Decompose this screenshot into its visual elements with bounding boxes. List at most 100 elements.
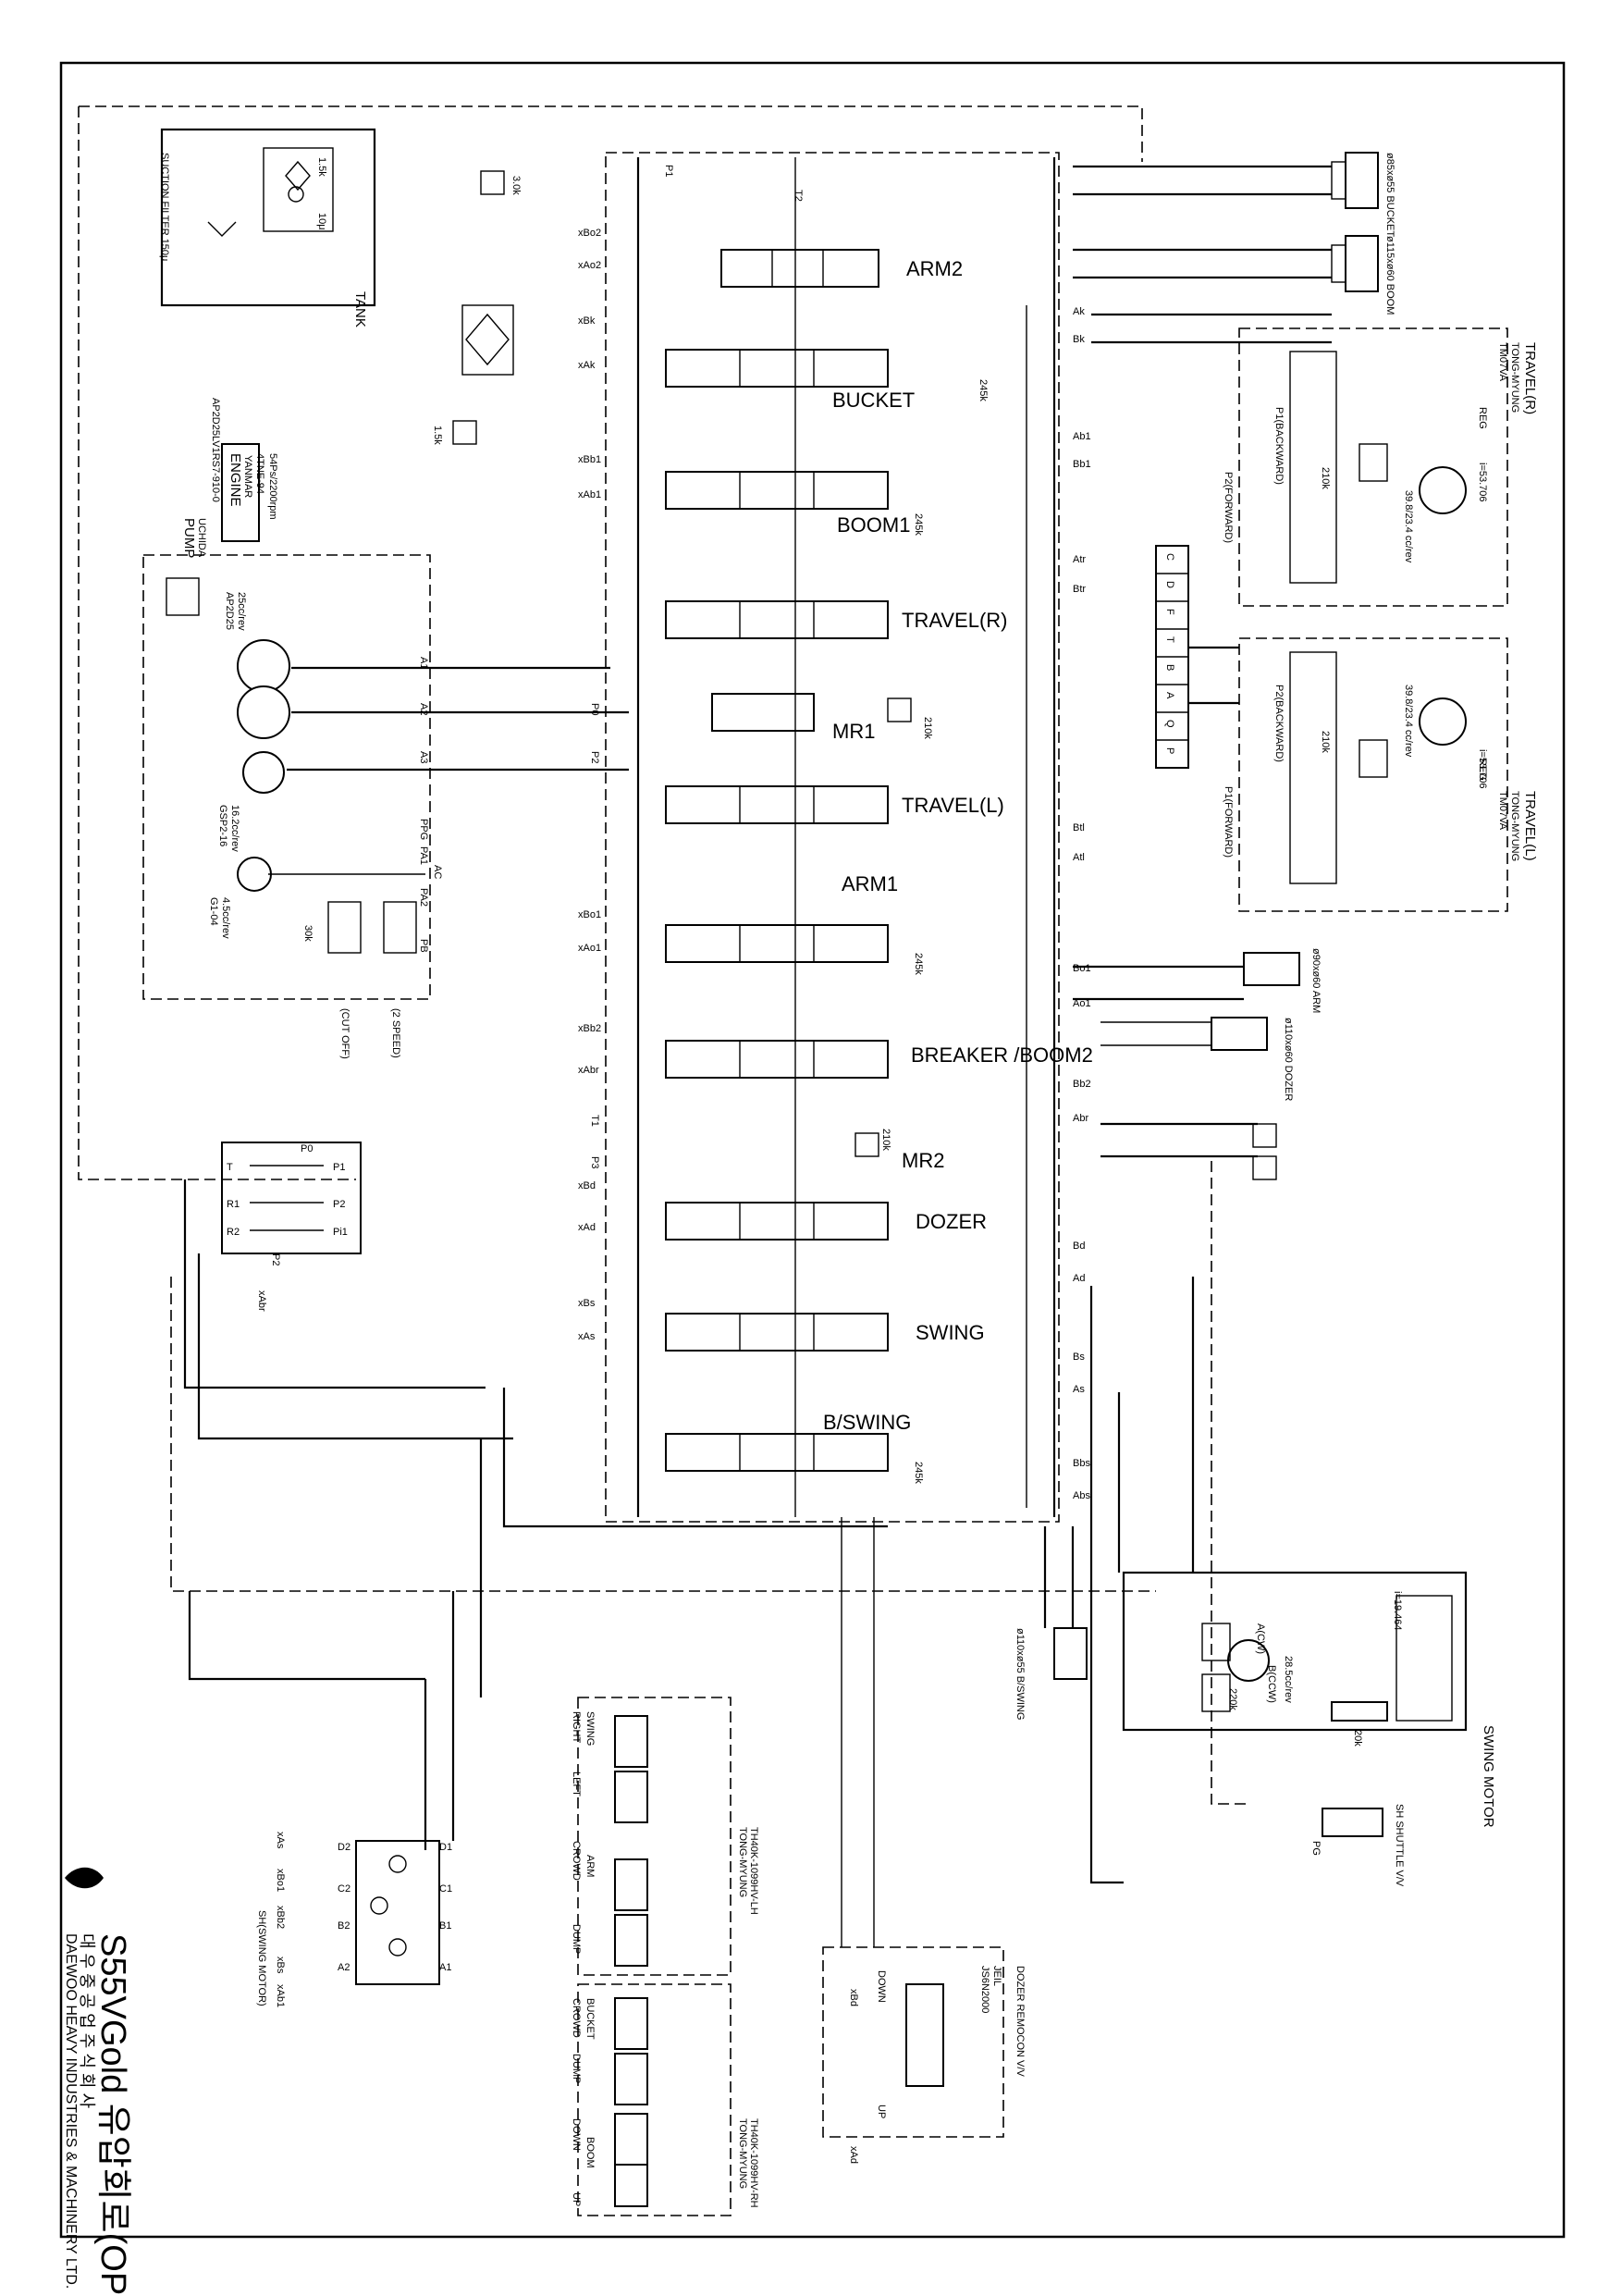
shuttle-sh-note: SH(SWING MOTOR) [256, 1910, 267, 2006]
selector-r2: R2 [227, 1227, 240, 1238]
swing-shuttle-label: SH SHUTTLE V/V [1394, 1804, 1405, 1887]
cyl-bucket-label: ø85xø55 BUCKET [1384, 153, 1396, 237]
selector-r1: R1 [227, 1199, 240, 1210]
spool-arm1-relief: 245k [913, 953, 924, 975]
shuttle-xbs: xBs [275, 1957, 286, 1974]
mcv-port-p1: P1 [663, 165, 674, 177]
pump-speed-note: (2 SPEED) [390, 1008, 401, 1058]
dozer-remocon-valve: DOZER REMOCON V/V JEIL JS6N2000 DOWN UP … [822, 1946, 1026, 2164]
spool-arm1-label: ARM1 [842, 872, 898, 895]
spool-boom1-xab1: xAb1 [578, 489, 601, 500]
spool-arm1-xbo1: xBo1 [578, 909, 601, 920]
selector-p1: P1 [333, 1162, 345, 1173]
spool-boom1-ab1: Ab1 [1073, 431, 1091, 442]
cylinder-boom-swing: ø110xø55 B/SWING [1014, 1627, 1088, 1720]
pilot-selector-block: P0 P1 P2 Pi1 T R1 R2 P2 xAbr [221, 1142, 362, 1312]
mcv-port-p3: P3 [589, 1156, 600, 1168]
travel-l-reg: REG [1477, 759, 1488, 781]
spool-bucket-relief: 245k [977, 379, 989, 401]
swing-motor-disp: 28.5cc/rev [1283, 1656, 1294, 1703]
spool-bswing-relief: 245k [913, 1462, 924, 1484]
spool-boom1: BOOM1 xBb1 xAb1 Ab1 Bb1 245k [578, 431, 1091, 537]
swing-motor-ratio: i=19.464 [1392, 1591, 1403, 1631]
swivel-port-p: P [1164, 747, 1175, 754]
spool-arm2-label: ARM2 [906, 257, 963, 280]
shuttle-a1: A1 [439, 1962, 451, 1973]
swivel-port-q: Q [1164, 720, 1175, 728]
dozer-rcv-up: UP [876, 2105, 887, 2118]
spool-boom1-label: BOOM1 [837, 513, 910, 537]
engine-label: ENGINE [227, 453, 243, 507]
spool-travel-r-label: TRAVEL(R) [902, 609, 1008, 632]
travel-l-forward: P1(FORWARD) [1223, 786, 1234, 858]
pump-label: PUMP [181, 518, 197, 558]
spool-arm2-xao2: xAo2 [578, 260, 601, 271]
spool-boom1-relief: 245k [913, 513, 924, 536]
title-block: S55VGold 유압회로(OPT) 대 우 중 공 업 주 식 회 사 DAE… [63, 1867, 132, 2296]
spool-bswing-bbs: Bbs [1073, 1458, 1090, 1469]
selector-pi1: Pi1 [333, 1227, 348, 1238]
travel-l-label: TRAVEL(L) [1522, 791, 1538, 861]
spool-bucket-label: BUCKET [832, 389, 915, 412]
spool-bswing: B/SWING Bbs Abs 245k [665, 1411, 1090, 1501]
selector-t: T [227, 1162, 233, 1173]
pump-main-disp: 25cc/rev [236, 592, 247, 631]
swing-pg-label: PG [1310, 1841, 1322, 1856]
travel-l-disp: 39.8/23.4 cc/rev [1403, 685, 1414, 758]
travel-r-reg: REG [1477, 407, 1488, 429]
tank-label: TANK [352, 291, 368, 327]
rcv-left-right: RIGHT [571, 1711, 582, 1744]
rcv-right-crowd: CROWD [571, 1998, 582, 2038]
spool-travel-r-btr: Btr [1073, 584, 1086, 595]
swing-motor-label: SWING MOTOR [1481, 1725, 1496, 1828]
spool-dozer: DOZER xBd xAd Bd Ad [578, 1180, 1085, 1284]
spool-swing-bs: Bs [1073, 1352, 1085, 1363]
company-korean: 대 우 중 공 업 주 식 회 사 [78, 1933, 96, 2108]
cylinder-bucket: ø85xø55 BUCKET [1073, 152, 1396, 237]
selector-p2: P2 [333, 1199, 345, 1210]
swivel-port-t: T [1164, 636, 1175, 643]
cylinder-dozer: ø110xø60 DOZER [1211, 1017, 1294, 1101]
swing-motor: SWING MOTOR i=19.464 28.5cc/rev 220k 20k… [1122, 1571, 1496, 1887]
engine-box [221, 443, 260, 542]
drawing-frame [59, 61, 1566, 2239]
spool-bswing-label: B/SWING [823, 1411, 911, 1434]
main-control-valve: P1 P0 P2 P3 T1 T2 ARM2 xBo2 xAo2 BUCKET … [578, 152, 1093, 1523]
selector-p2b: P2 [270, 1253, 281, 1265]
cylinder-boom: ø115xø60 BOOM [1073, 235, 1396, 315]
shuttle-xbb2: xBb2 [275, 1906, 286, 1929]
rcv-left-maker: TONG-MYUNG [737, 1827, 748, 1897]
rcv-left-swing: SWING [584, 1711, 596, 1746]
oil-cooler-group: 3.0k 1.5k [432, 170, 522, 445]
cyl-boom-label: ø115xø60 BOOM [1384, 236, 1396, 315]
rcv-left-left: LEFT [571, 1771, 582, 1796]
travel-motor-left: TRAVEL(L) TONG-MYUNG TM07VA i=53.706 39.… [1223, 637, 1538, 912]
travel-r-forward: P2(FORWARD) [1223, 472, 1234, 543]
spool-swing-as: As [1073, 1384, 1085, 1395]
pump-port-pb: PB [418, 939, 429, 953]
spool-swing-xas: xAs [578, 1331, 596, 1342]
spool-bucket-xbk: xBk [578, 315, 596, 327]
mcv-port-p0: P0 [589, 703, 600, 715]
shuttle-a2: A2 [338, 1962, 350, 1973]
gear-pump [242, 751, 285, 794]
pump-port-ppg: PPG [418, 819, 429, 840]
pump-port-pa2: PA2 [418, 888, 429, 907]
spool-mr2: MR2 210k [855, 1129, 944, 1172]
pump-gear-model: GSP2-16 [217, 805, 228, 846]
engine-spec1: 4TNE-94 [254, 453, 265, 494]
spool-breaker-abr: Abr [1073, 1113, 1088, 1124]
travel-l-backward: P2(BACKWARD) [1273, 685, 1285, 762]
spool-dozer-label: DOZER [916, 1210, 987, 1233]
company-english: DAEWOO HEAVY INDUSTRIES & MACHINERY LTD. [63, 1933, 79, 2289]
spool-mr2-label: MR2 [902, 1149, 944, 1172]
spool-mr1: MR1 210k [711, 693, 933, 743]
travel-r-maker: TONG-MYUNG [1509, 342, 1520, 413]
rcv-left-arm: ARM [584, 1855, 596, 1877]
shuttle-xas: xAs [275, 1832, 286, 1849]
pump-port-a1: A1 [418, 657, 429, 669]
rcv-right-model: TH40K-1099HV-RH [748, 2118, 759, 2208]
spool-arm1-bo1: Bo1 [1073, 963, 1091, 974]
pump-model: AP2D25LV1RS7-910-0 [210, 398, 221, 502]
